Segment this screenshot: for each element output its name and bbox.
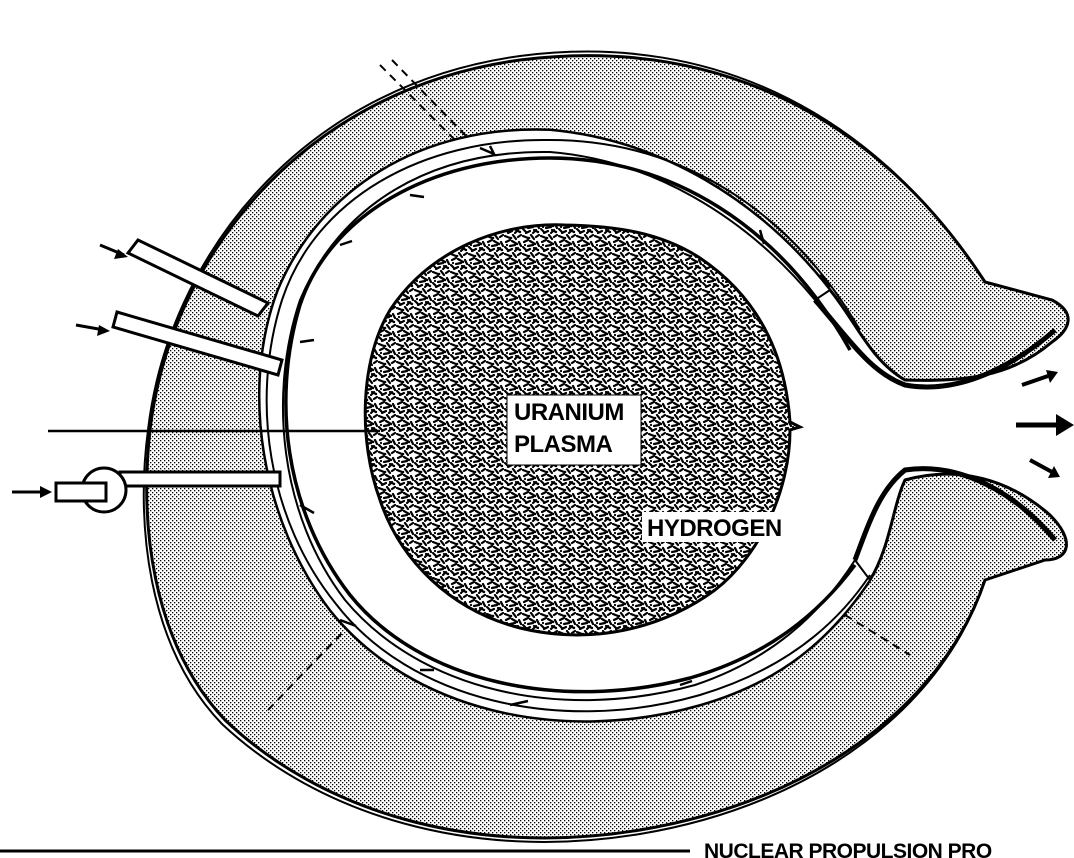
- inflow-arrow-icon: [12, 486, 52, 498]
- exhaust-arrow-icon: [1022, 370, 1058, 385]
- inflow-arrow-icon: [100, 245, 128, 259]
- exhaust-arrow-icon: [1030, 460, 1060, 478]
- core-label-line1: URANIUM: [514, 399, 624, 426]
- core-label-line2: PLASMA: [514, 431, 613, 458]
- footer-caption: NUCLEAR PROPULSION PRO: [704, 840, 992, 858]
- exhaust-arrow-icon: [1016, 414, 1074, 436]
- hydrogen-label: HYDROGEN: [647, 515, 782, 542]
- inflow-arrow-icon: [76, 325, 110, 336]
